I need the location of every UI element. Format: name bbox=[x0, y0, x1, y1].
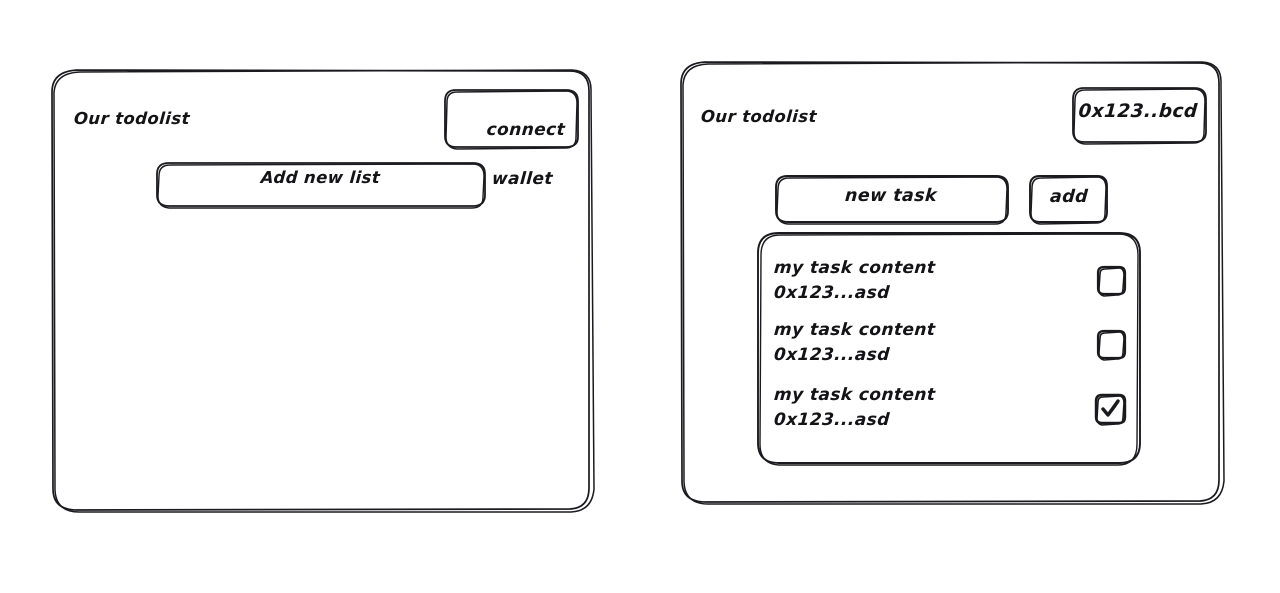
add-new-list-label: Add new list bbox=[260, 168, 381, 187]
task-address: 0x123...asd bbox=[773, 410, 891, 430]
task-content: my task content bbox=[773, 258, 937, 278]
task-content: my task content bbox=[773, 320, 937, 340]
task-content: my task content bbox=[773, 385, 937, 405]
task-checkbox[interactable] bbox=[1096, 265, 1128, 297]
page-title-right: Our todolist bbox=[700, 107, 818, 126]
new-task-input-value: new task bbox=[844, 186, 938, 206]
connect-wallet-label-line2: wallet bbox=[491, 168, 554, 189]
page-title-left: Our todolist bbox=[73, 109, 191, 128]
wallet-address-label: 0x123..bcd bbox=[1077, 101, 1199, 122]
connect-wallet-label-line1: connect bbox=[485, 119, 566, 140]
task-checkbox[interactable] bbox=[1096, 329, 1128, 361]
task-address: 0x123...asd bbox=[773, 345, 891, 365]
task-address: 0x123...asd bbox=[773, 283, 891, 303]
add-task-label: add bbox=[1049, 187, 1089, 207]
task-checkbox-checked[interactable] bbox=[1094, 393, 1128, 427]
